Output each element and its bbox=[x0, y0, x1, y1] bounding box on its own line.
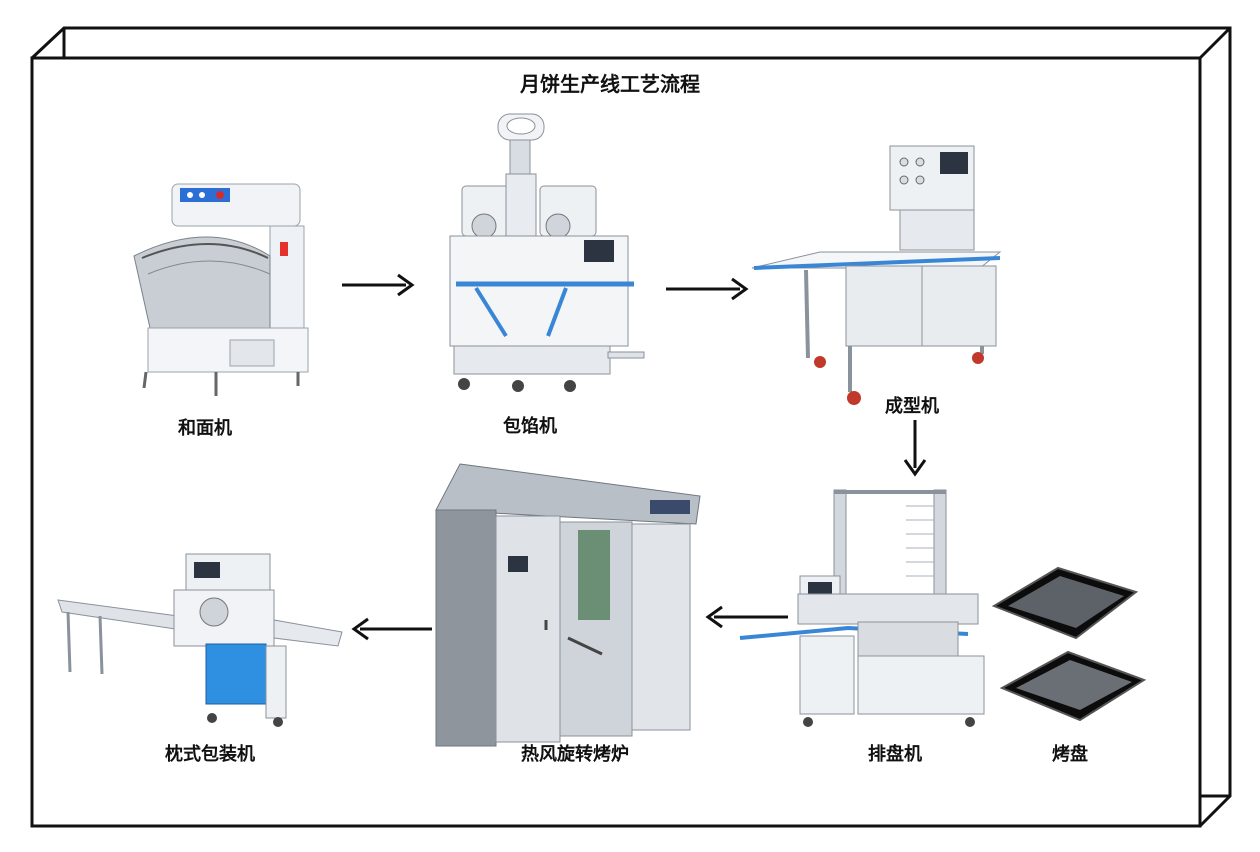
arrow-former-to-arranger bbox=[903, 420, 927, 477]
arrow-oven-to-packer bbox=[351, 617, 432, 641]
baking-tray-image bbox=[991, 566, 1147, 722]
pillow-packer-label: 枕式包装机 bbox=[165, 744, 255, 765]
encrusting-machine-label: 包馅机 bbox=[503, 416, 557, 437]
encrusting-machine-image bbox=[449, 113, 645, 392]
baking-tray-label: 烤盘 bbox=[1052, 744, 1088, 765]
pillow-packer-image bbox=[57, 553, 343, 727]
tray-arranger-image bbox=[739, 489, 985, 727]
forming-machine-label: 成型机 bbox=[885, 396, 939, 417]
rotary-oven-image bbox=[435, 463, 701, 747]
diagram-title: 月饼生产线工艺流程 bbox=[520, 72, 700, 96]
dough-mixer-label: 和面机 bbox=[178, 418, 232, 439]
arrow-mixer-to-encruster bbox=[342, 273, 415, 297]
arrow-encruster-to-former bbox=[666, 277, 749, 301]
forming-machine-image bbox=[751, 145, 1002, 405]
arrow-arranger-to-oven bbox=[705, 605, 788, 629]
rotary-oven-label: 热风旋转烤炉 bbox=[521, 744, 629, 765]
dough-mixer-image bbox=[133, 183, 309, 396]
tray-arranger-label: 排盘机 bbox=[868, 744, 922, 765]
